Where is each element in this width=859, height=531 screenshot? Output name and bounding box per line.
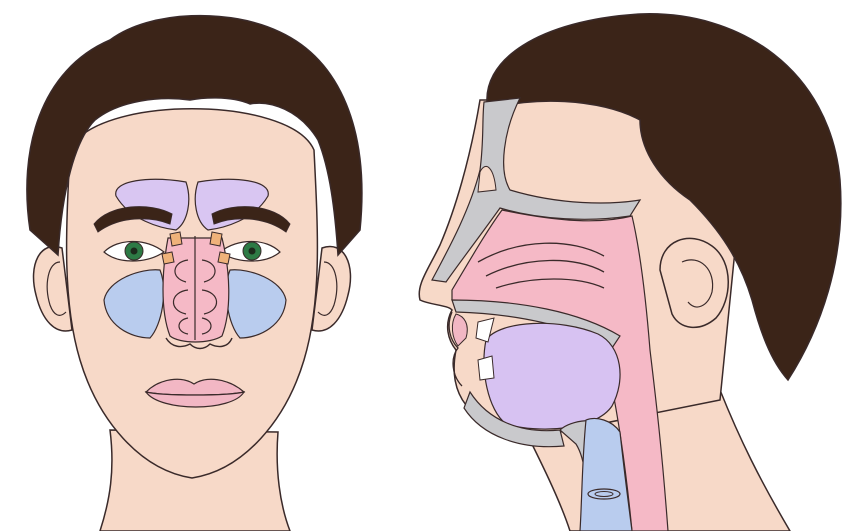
lower-tooth bbox=[478, 356, 494, 380]
right-pupil bbox=[249, 248, 256, 255]
nasal-cavity bbox=[163, 238, 229, 342]
side-view-head bbox=[419, 14, 841, 531]
ethmoid-left-1 bbox=[170, 232, 182, 246]
front-view-head bbox=[27, 16, 362, 531]
ethmoid-left-2 bbox=[162, 252, 174, 264]
left-pupil bbox=[131, 248, 138, 255]
ethmoid-right-1 bbox=[210, 232, 222, 246]
ethmoid-right-2 bbox=[218, 252, 230, 264]
tongue bbox=[484, 323, 620, 429]
